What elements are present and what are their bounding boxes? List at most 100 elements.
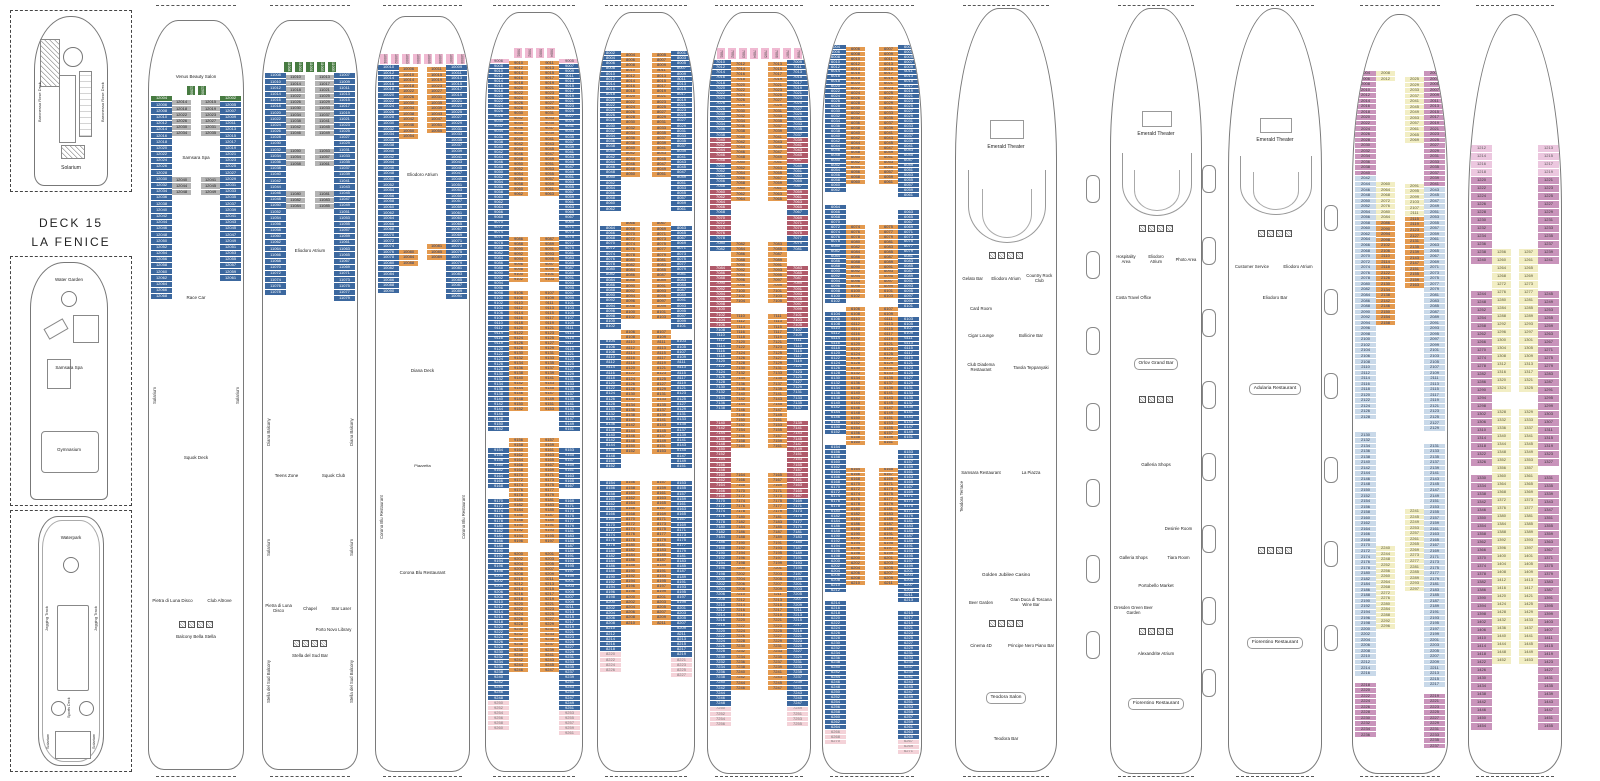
cabin-9205[interactable]: 9205 — [540, 561, 559, 567]
cabin-8032[interactable]: 8032 — [621, 125, 640, 131]
cabin-11053[interactable]: 11053 — [334, 215, 355, 222]
cabin-10010[interactable]: 10010 — [399, 72, 418, 79]
cabin-9037[interactable]: 9037 — [540, 126, 559, 132]
cabin-2285[interactable]: 2285 — [1405, 569, 1424, 576]
cabin-6243[interactable]: 6243 — [898, 680, 919, 686]
cabin-11076[interactable]: 11076 — [265, 283, 286, 290]
cabin-9242[interactable]: 9242 — [488, 680, 509, 686]
cabin-8171[interactable]: 8171 — [671, 527, 692, 534]
cabin-1320[interactable]: 1320 — [1492, 377, 1511, 385]
cabin-7113[interactable]: 7113 — [768, 319, 787, 325]
cabin-10026[interactable]: 10026 — [378, 109, 399, 116]
cabin-6192[interactable]: 6192 — [825, 539, 846, 545]
cabin-7045[interactable]: 7045 — [768, 145, 787, 151]
cabin-1352[interactable]: 1352 — [1492, 457, 1511, 465]
cabin-8062[interactable]: 8062 — [600, 206, 621, 212]
cabin-1455[interactable]: 1455 — [1538, 723, 1559, 731]
cabin-7075[interactable]: 7075 — [787, 231, 808, 237]
cabin-7190[interactable]: 7190 — [710, 550, 731, 557]
cabin-8169[interactable]: 8169 — [671, 522, 692, 528]
cabin-9046[interactable]: 9046 — [488, 159, 509, 165]
cabin-11061[interactable]: 11061 — [334, 240, 355, 247]
cabin-11018[interactable]: 11018 — [286, 87, 305, 94]
cabin-2127[interactable]: 2127 — [1405, 233, 1424, 240]
cabin-1315[interactable]: 1315 — [1538, 435, 1559, 443]
cabin-9241[interactable]: 9241 — [540, 652, 559, 658]
cabin-8033[interactable]: 8033 — [652, 125, 671, 131]
elevator-icon[interactable] — [998, 251, 1005, 259]
cabin-8093[interactable]: 8093 — [671, 303, 692, 309]
cabin-1305[interactable]: 1305 — [1519, 345, 1538, 353]
cabin-8103[interactable]: 8103 — [671, 339, 692, 345]
cabin-1400[interactable]: 1400 — [1492, 553, 1511, 561]
cabin-7106[interactable]: 7106 — [710, 323, 731, 329]
cabin-6092[interactable]: 6092 — [825, 274, 846, 280]
cabin-6008[interactable]: 6008 — [846, 51, 865, 57]
cabin-8056[interactable]: 8056 — [600, 191, 621, 197]
cabin-9174[interactable]: 9174 — [488, 508, 509, 514]
cabin-1284[interactable]: 1284 — [1492, 305, 1511, 313]
cabin-2080[interactable]: 2080 — [1355, 281, 1376, 288]
cabin-8109[interactable]: 8109 — [652, 335, 671, 341]
cabin-9218[interactable]: 9218 — [488, 619, 509, 626]
cabin-6086[interactable]: 6086 — [846, 254, 865, 260]
cabin-8039[interactable]: 8039 — [671, 149, 692, 155]
cabin-7222[interactable]: 7222 — [731, 623, 750, 629]
cabin-2071[interactable]: 2071 — [1424, 265, 1445, 271]
cabin-7177[interactable]: 7177 — [768, 504, 787, 510]
cabin-7208[interactable]: 7208 — [731, 587, 750, 593]
cabin-10011[interactable]: 10011 — [427, 67, 446, 73]
cabin-9207[interactable]: 9207 — [540, 566, 559, 572]
cabin-2138[interactable]: 2138 — [1376, 293, 1395, 299]
cabin-6256[interactable]: 6256 — [825, 705, 846, 711]
cabin-7205[interactable]: 7205 — [768, 576, 787, 583]
cabin-8162[interactable]: 8162 — [621, 496, 640, 502]
cabin-6146[interactable]: 6146 — [846, 406, 865, 411]
cabin-7043[interactable]: 7043 — [787, 148, 808, 154]
cabin-2231[interactable]: 2231 — [1424, 726, 1445, 733]
cabin-2219[interactable]: 2219 — [1424, 693, 1445, 700]
cabin-6045[interactable]: 6045 — [879, 140, 898, 146]
cabin-7097[interactable]: 7097 — [787, 302, 808, 308]
cabin-1432[interactable]: 1432 — [1492, 617, 1511, 625]
cabin-8044[interactable]: 8044 — [621, 156, 640, 162]
cabin-6153[interactable]: 6153 — [898, 450, 919, 456]
cabin-6191[interactable]: 6191 — [898, 544, 919, 549]
cabin-10037[interactable]: 10037 — [446, 143, 467, 149]
cabin-1292[interactable]: 1292 — [1492, 321, 1511, 329]
cabin-8129[interactable]: 8129 — [671, 407, 692, 413]
cabin-2046[interactable]: 2046 — [1355, 187, 1376, 194]
cabin-1420[interactable]: 1420 — [1492, 593, 1511, 601]
cabin-7057[interactable]: 7057 — [768, 176, 787, 182]
cabin-6045[interactable]: 6045 — [898, 153, 919, 159]
cabin-10045[interactable]: 10045 — [446, 165, 467, 172]
cabin-7141[interactable]: 7141 — [768, 392, 787, 398]
cabin-2214[interactable]: 2214 — [1355, 665, 1376, 671]
cabin-10050[interactable]: 10050 — [399, 128, 418, 135]
cabin-1412[interactable]: 1412 — [1492, 577, 1511, 585]
cabin-9131[interactable]: 9131 — [540, 351, 559, 357]
cabin-9153[interactable]: 9153 — [540, 406, 559, 412]
cabin-9099[interactable]: 9099 — [540, 267, 559, 273]
cabin-9160[interactable]: 9160 — [488, 463, 509, 469]
cabin-11017[interactable]: 11017 — [315, 81, 334, 88]
cabin-6230[interactable]: 6230 — [825, 640, 846, 646]
cabin-8201[interactable]: 8201 — [652, 594, 671, 600]
cabin-6146[interactable]: 6146 — [825, 415, 846, 421]
cabin-10027[interactable]: 10027 — [427, 89, 446, 95]
cabin-6168[interactable]: 6168 — [825, 479, 846, 485]
cabin-10050[interactable]: 10050 — [378, 176, 399, 183]
cabin-7214[interactable]: 7214 — [731, 602, 750, 609]
cabin-9229[interactable]: 9229 — [559, 650, 580, 656]
cabin-11047[interactable]: 11047 — [334, 196, 355, 203]
cabin-8167[interactable]: 8167 — [652, 506, 671, 512]
cabin-1404[interactable]: 1404 — [1492, 561, 1511, 569]
cabin-7124[interactable]: 7124 — [710, 369, 731, 375]
cabin-7196[interactable]: 7196 — [710, 566, 731, 572]
cabin-9191[interactable]: 9191 — [559, 554, 580, 560]
cabin-9159[interactable]: 9159 — [559, 463, 580, 469]
cabin-8121[interactable]: 8121 — [671, 386, 692, 392]
cabin-6145[interactable]: 6145 — [879, 401, 898, 407]
cabin-12060[interactable]: 12060 — [151, 269, 172, 276]
cabin-11070[interactable]: 11070 — [265, 264, 286, 271]
